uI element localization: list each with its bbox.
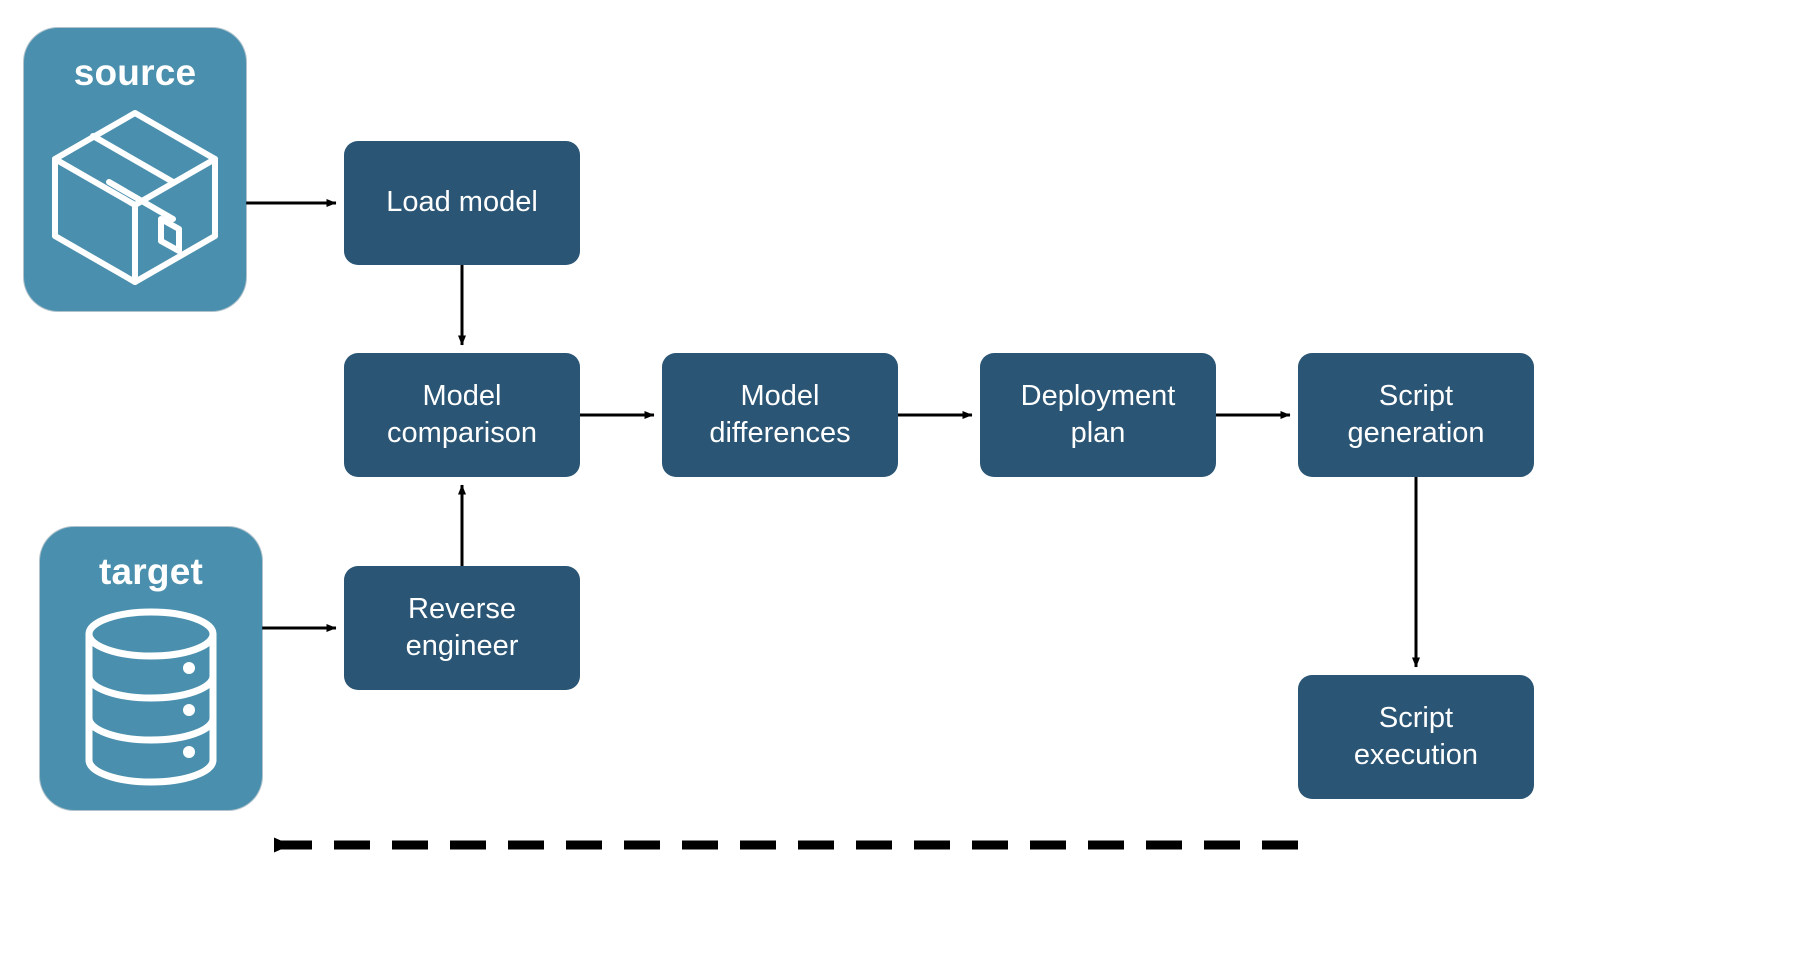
- node-script-generation[interactable]: Script generation: [1298, 353, 1534, 477]
- node-deployment-plan[interactable]: Deployment plan: [980, 353, 1216, 477]
- package-box-icon: [45, 105, 225, 295]
- node-script-execution[interactable]: Script execution: [1298, 675, 1534, 799]
- node-model-comparison-label: Model comparison: [352, 378, 572, 452]
- node-model-differences-line-1: Model: [740, 379, 820, 412]
- endpoint-source[interactable]: source: [24, 28, 246, 311]
- node-script-generation-label: Script generation: [1306, 378, 1526, 452]
- node-script-execution-line-1: Script: [1378, 701, 1454, 734]
- node-deployment-plan-line-1: Deployment: [1020, 379, 1176, 412]
- node-script-execution-line-2: execution: [1353, 739, 1479, 771]
- endpoint-target[interactable]: target: [40, 527, 262, 810]
- node-load-model[interactable]: Load model: [344, 141, 580, 265]
- node-model-comparison[interactable]: Model comparison: [344, 353, 580, 477]
- node-model-differences[interactable]: Model differences: [662, 353, 898, 477]
- endpoint-source-label: source: [73, 52, 197, 93]
- node-deployment-plan-label: Deployment plan: [988, 378, 1208, 452]
- node-load-model-line-1: Load model: [386, 186, 538, 219]
- database-cylinder-icon: [71, 606, 231, 793]
- node-reverse-engineer[interactable]: Reverse engineer: [344, 566, 580, 690]
- node-model-differences-line-2: differences: [709, 417, 851, 449]
- node-script-generation-line-2: generation: [1347, 417, 1485, 449]
- node-script-execution-label: Script execution: [1306, 700, 1526, 774]
- node-model-differences-label: Model differences: [670, 378, 890, 452]
- node-script-generation-line-1: Script: [1378, 379, 1454, 412]
- node-reverse-engineer-line-1: Reverse: [408, 592, 516, 625]
- node-model-comparison-line-2: comparison: [387, 417, 537, 449]
- endpoint-target-label: target: [99, 551, 203, 592]
- node-reverse-engineer-label: Reverse engineer: [352, 591, 572, 665]
- node-load-model-label: Load model: [352, 184, 572, 221]
- node-model-comparison-line-1: Model: [422, 379, 502, 412]
- node-deployment-plan-line-2: plan: [1070, 417, 1126, 449]
- node-reverse-engineer-line-2: engineer: [405, 630, 519, 662]
